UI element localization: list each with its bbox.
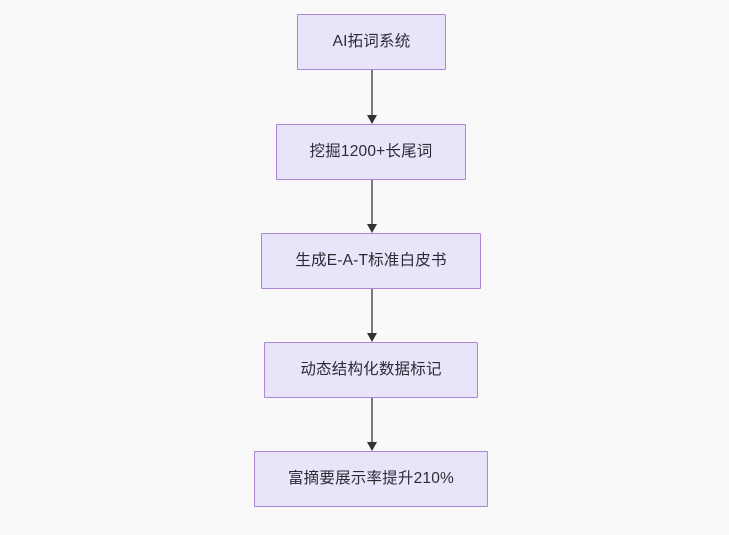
flow-connector: [366, 398, 377, 451]
flow-connector: [366, 289, 377, 342]
flow-node-label: 挖掘1200+长尾词: [309, 143, 433, 161]
arrowhead-icon: [366, 115, 377, 124]
connector-line: [371, 70, 373, 116]
connector-line: [371, 398, 373, 443]
flow-connector: [366, 70, 377, 124]
flow-node-4[interactable]: 动态结构化数据标记: [264, 342, 478, 398]
flow-node-3[interactable]: 生成E-A-T标准白皮书: [261, 233, 481, 289]
flow-node-1[interactable]: AI拓词系统: [297, 14, 446, 70]
connector-line: [371, 289, 373, 334]
connector-line: [371, 180, 373, 225]
flow-node-label: 富摘要展示率提升210%: [287, 470, 455, 488]
flow-node-5[interactable]: 富摘要展示率提升210%: [254, 451, 488, 507]
flow-node-2[interactable]: 挖掘1200+长尾词: [276, 124, 466, 180]
flow-node-label: 动态结构化数据标记: [300, 361, 442, 379]
arrowhead-icon: [366, 442, 377, 451]
arrowhead-icon: [366, 224, 377, 233]
flow-connector: [366, 180, 377, 233]
flow-node-label: 生成E-A-T标准白皮书: [295, 252, 447, 270]
flow-node-label: AI拓词系统: [332, 33, 411, 51]
arrowhead-icon: [366, 333, 377, 342]
